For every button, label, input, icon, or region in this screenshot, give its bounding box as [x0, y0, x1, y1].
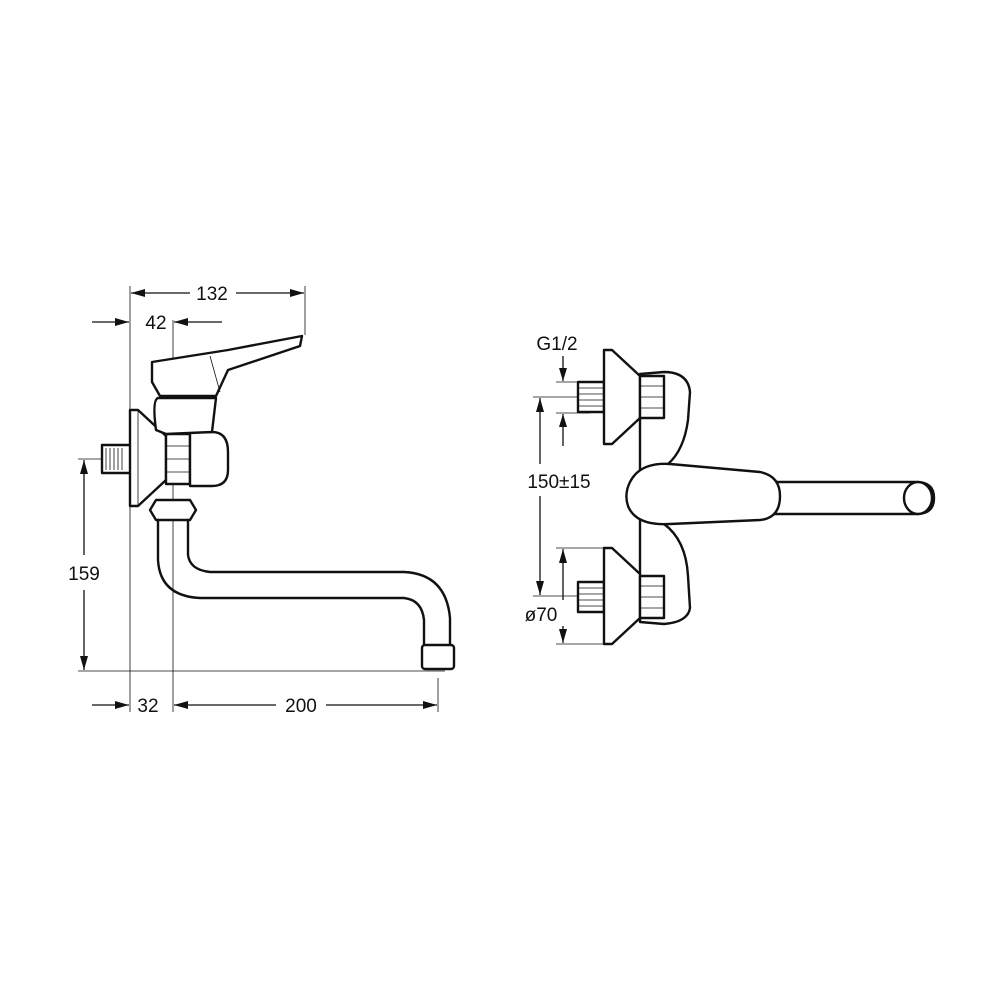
lower-rosette — [602, 546, 642, 646]
dim-inlet-height: 159 — [68, 460, 100, 670]
upper-rosette — [602, 348, 642, 446]
dim-wall-to-spout: 32 — [92, 696, 159, 717]
aerator — [420, 643, 456, 671]
dim-total-depth: 132 — [131, 284, 304, 305]
front-view: G1/2 150±15 ø70 — [525, 334, 936, 646]
dim-lever-offset: 42 — [92, 313, 222, 334]
dim-wall-to-spout-label: 32 — [137, 696, 158, 717]
lower-connector — [576, 546, 666, 646]
dim-centers: 150±15 — [527, 398, 591, 595]
dim-spout-reach: 200 — [174, 696, 437, 717]
lever-handle-front — [625, 462, 782, 526]
side-view: 132 42 159 32 — [68, 284, 456, 717]
dim-rosette-label: ø70 — [525, 605, 558, 626]
lever-handle — [150, 334, 304, 398]
dim-spout-reach-label: 200 — [285, 696, 317, 717]
dim-rosette: ø70 — [525, 549, 567, 643]
spout-inner-contour — [186, 518, 452, 647]
spout-outer-contour — [156, 518, 426, 647]
dim-thread-label: G1/2 — [536, 334, 577, 355]
dim-centers-label: 150±15 — [527, 472, 590, 493]
cartridge-housing — [153, 396, 218, 436]
dim-thread: G1/2 — [536, 334, 578, 446]
dim-total-depth-label: 132 — [196, 284, 228, 305]
dim-lever-offset-label: 42 — [145, 313, 166, 334]
dim-inlet-height-label: 159 — [68, 564, 100, 585]
inlet-connector — [100, 443, 134, 475]
spout-collar — [148, 498, 198, 522]
mixer-body — [188, 430, 230, 488]
upper-connector — [576, 348, 666, 446]
hex-nut — [164, 432, 192, 486]
spout-outlet-front — [902, 480, 934, 516]
